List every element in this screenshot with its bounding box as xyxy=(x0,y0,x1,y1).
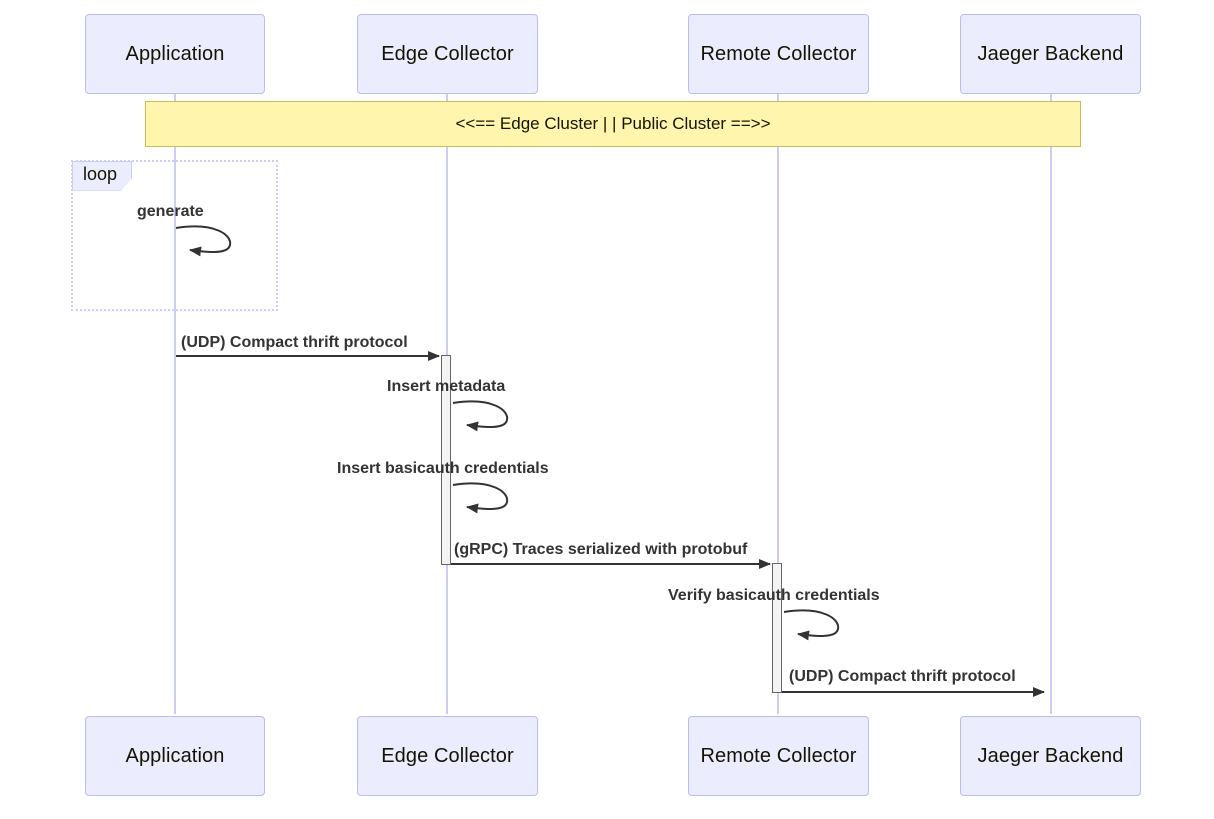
actor-box-remote-collector-bottom[interactable]: Remote Collector xyxy=(688,716,869,796)
loop-label-text: loop xyxy=(83,164,118,184)
lifeline-application xyxy=(174,94,176,714)
actor-label: Edge Collector xyxy=(381,42,514,65)
actor-box-jaeger-backend-bottom[interactable]: Jaeger Backend xyxy=(960,716,1141,796)
message-arrow-insert-basicauth-credentials xyxy=(452,482,509,514)
message-label-generate: generate xyxy=(137,203,204,220)
message-label-udp-compact-thrift-1: (UDP) Compact thrift protocol xyxy=(181,334,408,351)
actor-label: Application xyxy=(125,744,225,767)
actor-label: Remote Collector xyxy=(700,42,857,65)
activation-remote-collector xyxy=(772,563,782,693)
actor-box-edge-collector-top[interactable]: Edge Collector xyxy=(357,14,538,94)
actor-label: Edge Collector xyxy=(381,744,514,767)
loop-fragment xyxy=(71,160,278,311)
message-label-grpc-traces-protobuf: (gRPC) Traces serialized with protobuf xyxy=(454,541,748,558)
lifeline-remote-collector xyxy=(777,94,779,714)
actor-box-edge-collector-bottom[interactable]: Edge Collector xyxy=(357,716,538,796)
actor-box-application-top[interactable]: Application xyxy=(85,14,265,94)
message-label-insert-metadata: Insert metadata xyxy=(387,378,506,395)
actor-box-remote-collector-top[interactable]: Remote Collector xyxy=(688,14,869,94)
note-edge-public-cluster: <<== Edge Cluster | | Public Cluster ==>… xyxy=(145,101,1081,147)
actor-box-application-bottom[interactable]: Application xyxy=(85,716,265,796)
message-arrow-verify-basicauth-credentials xyxy=(783,609,840,641)
actor-label: Jaeger Backend xyxy=(977,42,1124,65)
message-label-verify-basicauth-credentials: Verify basicauth credentials xyxy=(668,587,880,604)
lifeline-jaeger-backend xyxy=(1050,94,1052,714)
actor-label: Remote Collector xyxy=(700,744,857,767)
note-text: <<== Edge Cluster | | Public Cluster ==>… xyxy=(455,114,771,133)
activation-edge-collector xyxy=(441,355,451,565)
message-label-insert-basicauth-credentials: Insert basicauth credentials xyxy=(337,460,549,477)
actor-label: Application xyxy=(125,42,225,65)
message-label-udp-compact-thrift-2: (UDP) Compact thrift protocol xyxy=(789,668,1016,685)
loop-fragment-label: loop xyxy=(72,161,133,191)
actor-label: Jaeger Backend xyxy=(977,744,1124,767)
message-arrow-insert-metadata xyxy=(452,400,509,432)
actor-box-jaeger-backend-top[interactable]: Jaeger Backend xyxy=(960,14,1141,94)
